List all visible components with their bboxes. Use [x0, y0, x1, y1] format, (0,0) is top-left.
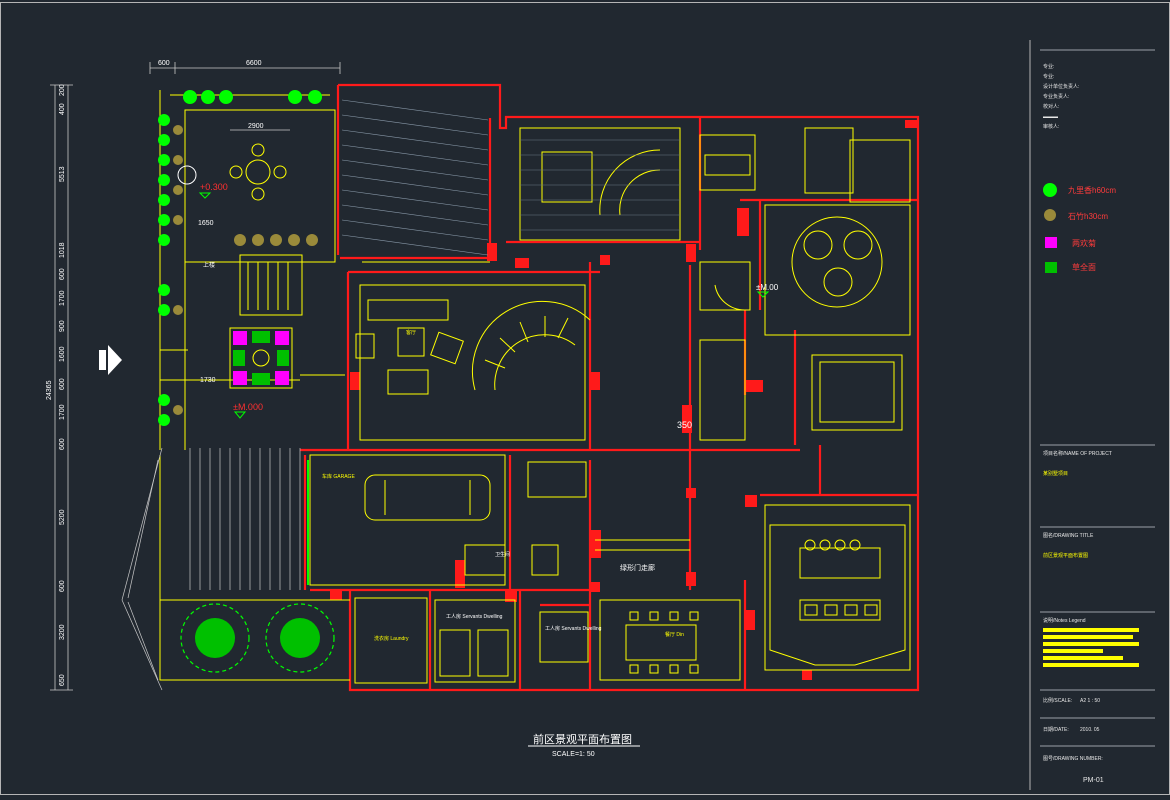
level-ground: ±M.000: [233, 402, 263, 412]
dim-left-5: 1700: [59, 290, 66, 306]
plan-linework: [159, 90, 911, 684]
dim-left-7: 1600: [59, 346, 66, 362]
dim-top-600: 600: [158, 60, 170, 67]
label-servant: 工人房 Servants Dwelling: [446, 613, 503, 620]
legend-swatches: [1043, 183, 1057, 273]
dim-left-2: 5513: [59, 166, 66, 182]
garden-trees: [180, 603, 335, 673]
dimension-lines: [50, 62, 341, 691]
dim-top-6600: 6600: [246, 60, 262, 67]
tb-notes-bars: [1043, 628, 1139, 667]
tb-title-label: 图名/DRAWING TITLE: [1043, 532, 1094, 539]
drawing-scale: SCALE=1: 50: [552, 751, 595, 758]
dining-chairs: [629, 539, 878, 674]
dim-left-14: 650: [59, 674, 66, 686]
label-corridor: 绿形门走廊: [620, 563, 655, 572]
dim-left-12: 600: [59, 580, 66, 592]
dim-left-11: 5200: [59, 509, 66, 525]
title-block-lines: [1040, 49, 1155, 747]
dim-top-2900: 2900: [248, 123, 264, 130]
dim-left-4: 600: [59, 268, 66, 280]
legend-swatch-grass: [1045, 262, 1057, 273]
tuft-shrubs: [173, 125, 318, 415]
dim-left-1: 400: [59, 103, 66, 115]
tb-project-value: 某别墅项目: [1043, 470, 1068, 477]
flower-motif: [791, 216, 883, 308]
label-laundry: 洗衣房 Laundry: [374, 635, 409, 642]
legend-swatch-green-shrub: [1043, 183, 1057, 197]
tb-header-6: 审核人:: [1043, 123, 1059, 130]
tb-header-0: 专业:: [1043, 63, 1054, 70]
level-marker-symbols: [198, 192, 770, 419]
tb-number-label: 图号/DRAWING NUMBER:: [1043, 756, 1103, 762]
dim-left-9: 1700: [59, 404, 66, 420]
dim-left-0: 200: [59, 84, 66, 96]
dim-left-8: 600: [59, 378, 66, 390]
level-east: ±M.00: [756, 283, 779, 292]
magenta-carpet: [229, 327, 293, 389]
dim-left-10: 600: [59, 438, 66, 450]
label-servant-2: 工人房 Servants Dwelling: [545, 625, 602, 632]
terrace-table: [177, 143, 287, 201]
deck-hatch: [341, 99, 489, 256]
driveway-lines: [121, 447, 301, 691]
tb-date-value: 2010. 05: [1080, 727, 1100, 733]
tb-number-value: PM-01: [1083, 777, 1104, 784]
label-350: 350: [677, 420, 692, 430]
label-garage: 车库 GARAGE: [322, 473, 355, 480]
tb-scale-label: 比例/SCALE:: [1043, 697, 1072, 704]
tb-project-label: 项目名称/NAME OF PROJECT: [1043, 450, 1112, 457]
dim-1650: 1650: [198, 220, 214, 227]
tb-header-4: 校对人:: [1043, 103, 1059, 110]
tb-title-value: 前区景观平面布置图: [1043, 552, 1088, 559]
legend-label-2: 两欢菊: [1072, 238, 1096, 248]
legend-label-0: 九里香h60cm: [1068, 185, 1116, 195]
tb-header-1: 专业:: [1043, 73, 1054, 80]
dim-left-13: 3200: [59, 624, 66, 640]
dim-1730: 1730: [200, 377, 216, 384]
tb-scale-value: A2 1 : 50: [1080, 698, 1100, 704]
tb-header-3: 专业负责人:: [1043, 93, 1069, 100]
level-terrace: +0.300: [200, 182, 228, 192]
entrance-arrow-icon: [99, 345, 122, 375]
tb-notes-label: 说明/Notes Legend: [1043, 617, 1086, 624]
dim-left-total: 24365: [46, 380, 53, 400]
legend-label-1: 石竹h30cm: [1068, 211, 1108, 221]
legend-label-3: 草全面: [1072, 262, 1096, 272]
label-stair: 上楼: [203, 261, 215, 269]
plan-walls: [300, 83, 920, 692]
legend-swatch-magenta: [1045, 237, 1057, 248]
tb-date-label: 日期/DATE:: [1043, 727, 1069, 733]
hedge-shrubs: [158, 90, 322, 426]
tb-header-2: 设计单位负责人:: [1043, 83, 1079, 90]
drawing-title: 前区景观平面布置图: [533, 732, 632, 746]
label-hall: 客厅: [406, 329, 416, 336]
label-toilet: 卫生间: [495, 551, 510, 558]
legend-swatch-tuft: [1044, 209, 1056, 221]
kitchen-hatch: [520, 139, 680, 231]
dim-left-6: 900: [59, 320, 66, 332]
tb-header-5: ▬▬▬: [1043, 114, 1058, 120]
plan-columns: [330, 120, 917, 680]
label-dining: 餐厅 Din: [665, 631, 684, 638]
dim-left-3: 1018: [59, 242, 66, 258]
